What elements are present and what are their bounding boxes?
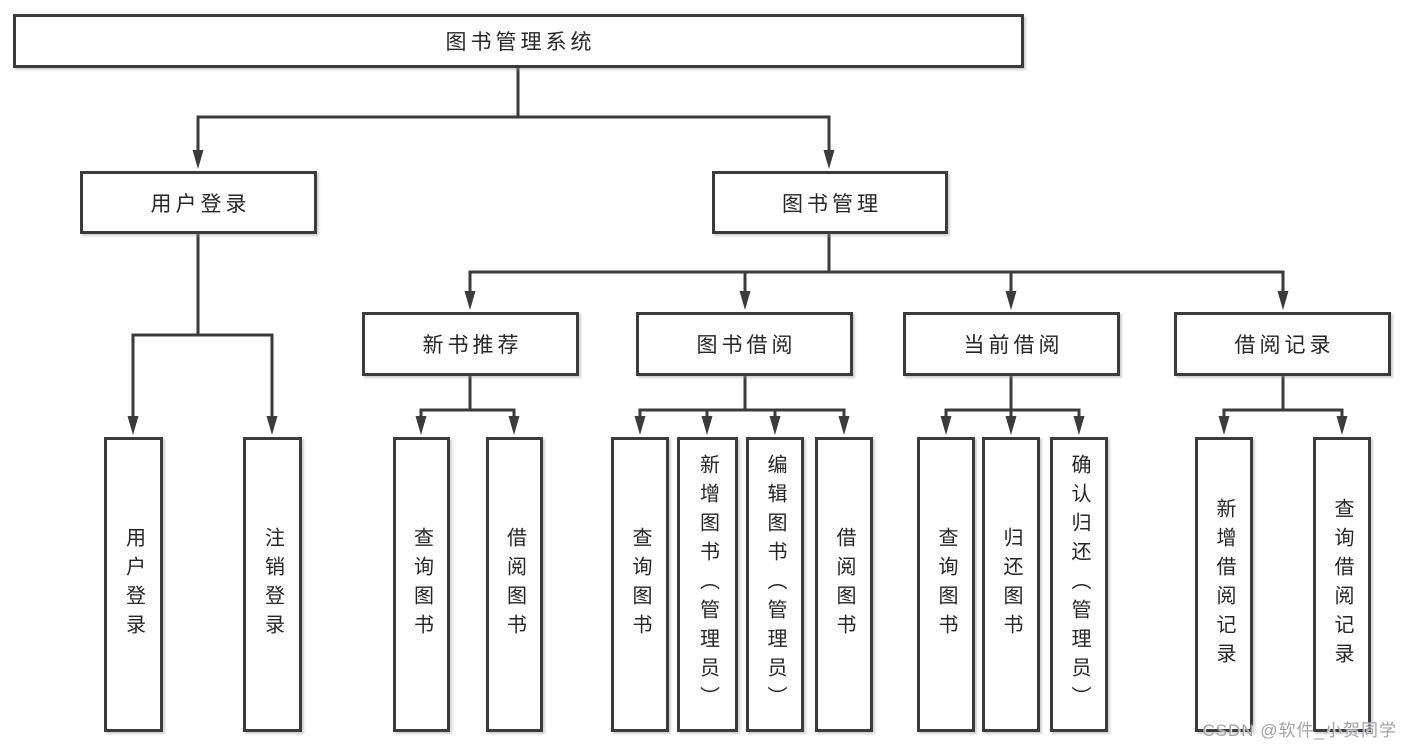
node-library-management-system-label: 图书管理系统 [445, 31, 596, 54]
leaf-borrow-books-recommend-label: 借阅图书 [503, 526, 526, 643]
arrowhead [739, 291, 751, 310]
node-borrowing-records-label: 借阅记录 [1234, 334, 1335, 357]
node-book-management-label: 图书管理 [782, 192, 882, 216]
leaf-query-borrow-record-label: 查询借阅记录 [1331, 497, 1353, 672]
arrowhead [1005, 416, 1017, 435]
leaf-query-books-recommend: 查询图书 [393, 437, 450, 732]
node-new-book-recommend: 新书推荐 [362, 312, 579, 376]
leaf-query-borrow-record: 查询借阅记录 [1313, 437, 1371, 732]
arrowhead [127, 416, 139, 435]
leaf-add-borrow-record: 新增借阅记录 [1195, 437, 1253, 732]
leaf-confirm-return-admin-label: 确认归还（管理员） [1068, 454, 1090, 715]
node-book-borrowing: 图书借阅 [636, 312, 853, 376]
leaf-borrow-books-recommend: 借阅图书 [486, 437, 543, 732]
leaf-borrow-books: 借阅图书 [815, 437, 873, 732]
arrowhead [1218, 416, 1230, 435]
leaf-confirm-return-admin: 确认归还（管理员） [1050, 437, 1108, 732]
leaf-query-books-current: 查询图书 [917, 437, 975, 732]
csdn-watermark: CSDN @软件_小贺同学 [1202, 721, 1397, 740]
node-book-management: 图书管理 [712, 171, 948, 234]
leaf-add-borrow-record-label: 新增借阅记录 [1213, 497, 1235, 672]
node-current-borrowing: 当前借阅 [903, 312, 1120, 376]
arrowhead [769, 416, 781, 435]
leaf-query-books-recommend-label: 查询图书 [410, 526, 433, 643]
node-user-login: 用户登录 [80, 171, 317, 234]
node-new-book-recommend-label: 新书推荐 [422, 334, 523, 357]
leaf-logout: 注销登录 [243, 437, 302, 732]
arrowhead [838, 416, 850, 435]
node-book-borrowing-label: 图书借阅 [696, 334, 797, 357]
arrowhead [1073, 416, 1085, 435]
arrowhead [634, 416, 646, 435]
leaf-borrow-books-label: 借阅图书 [833, 526, 855, 643]
leaf-add-book-admin-label: 新增图书（管理员） [696, 454, 719, 715]
leaf-user-login: 用户登录 [104, 437, 163, 732]
node-user-login-label: 用户登录 [150, 192, 251, 216]
leaf-edit-book-admin: 编辑图书（管理员） [746, 437, 804, 732]
arrowhead [415, 416, 427, 435]
node-borrowing-records: 借阅记录 [1174, 312, 1391, 376]
leaf-return-book-label: 归还图书 [1000, 526, 1022, 643]
leaf-user-login-label: 用户登录 [122, 526, 145, 643]
node-library-management-system: 图书管理系统 [13, 14, 1024, 68]
arrowhead [940, 416, 952, 435]
arrowhead [823, 150, 835, 169]
node-current-borrowing-label: 当前借阅 [963, 334, 1064, 357]
arrowhead [701, 416, 713, 435]
leaf-logout-label: 注销登录 [261, 526, 284, 643]
arrowhead [1005, 291, 1017, 310]
leaf-add-book-admin: 新增图书（管理员） [677, 437, 738, 732]
arrowhead [508, 416, 520, 435]
leaf-query-books-borrow: 查询图书 [611, 437, 669, 732]
leaf-edit-book-admin-label: 编辑图书（管理员） [764, 454, 786, 715]
leaf-query-books-current-label: 查询图书 [935, 526, 957, 643]
leaf-return-book: 归还图书 [982, 437, 1040, 732]
arrowhead [266, 416, 278, 435]
arrowhead [1277, 291, 1289, 310]
arrowhead [192, 150, 204, 169]
arrowhead [1336, 416, 1348, 435]
leaf-query-books-borrow-label: 查询图书 [629, 526, 651, 643]
arrowhead [464, 291, 476, 310]
